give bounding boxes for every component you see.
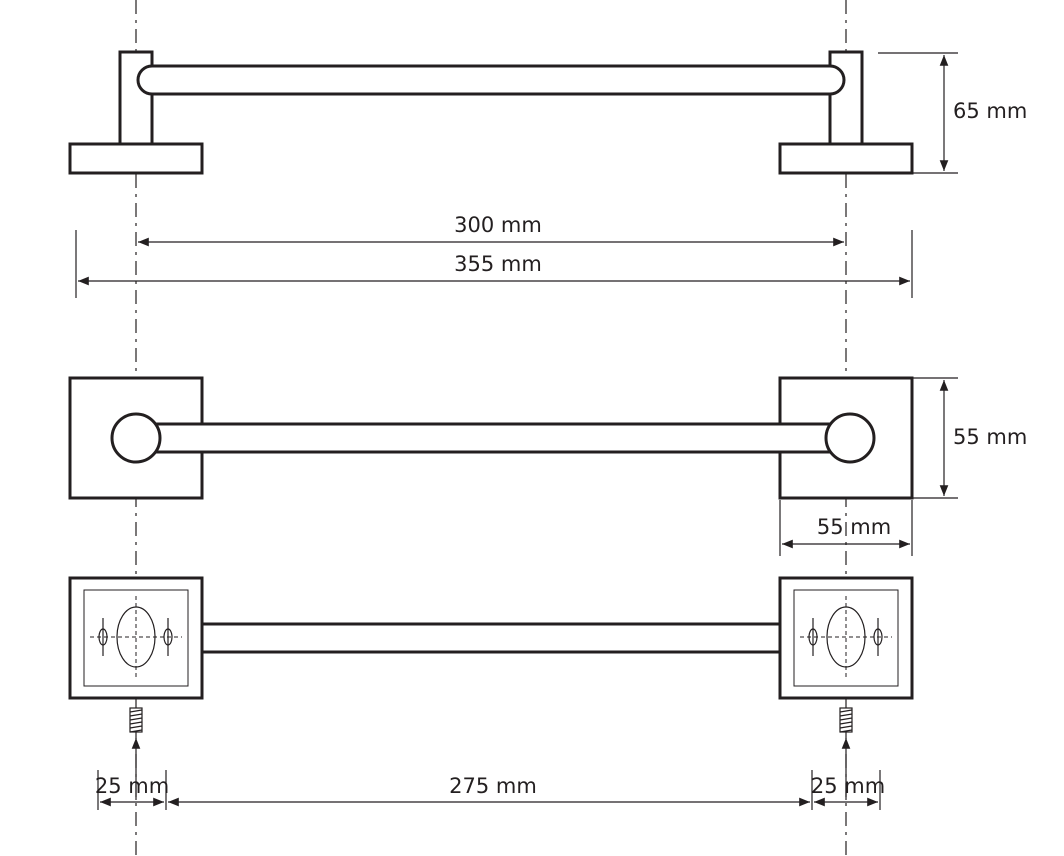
left-offset-label: 25 mm bbox=[95, 774, 169, 798]
side-view bbox=[68, 50, 914, 175]
left-post bbox=[118, 50, 154, 146]
length-dimensions: 300 mm 355 mm bbox=[75, 213, 913, 298]
plate-width-dimension: 55 mm bbox=[779, 500, 913, 556]
left-mounting-plate bbox=[68, 576, 204, 700]
height-dimension: 65 mm bbox=[878, 52, 1027, 174]
side-rod bbox=[136, 64, 846, 96]
top-view bbox=[68, 376, 914, 500]
right-center-hole bbox=[826, 606, 866, 668]
plate-height-label: 55 mm bbox=[953, 425, 1027, 449]
centers-dimension-label: 300 mm bbox=[454, 213, 542, 237]
top-rod bbox=[148, 422, 834, 454]
mount-rod bbox=[200, 622, 782, 654]
left-post-circle bbox=[110, 412, 162, 464]
plate-width-label: 55 mm bbox=[817, 515, 891, 539]
left-set-screw-icon bbox=[129, 707, 143, 733]
right-post-circle bbox=[824, 412, 876, 464]
right-mounting-plate bbox=[778, 576, 914, 700]
overall-dimension-label: 355 mm bbox=[454, 252, 542, 276]
right-offset-label: 25 mm bbox=[811, 774, 885, 798]
bottom-dimensions: 25 mm 275 mm 25 mm bbox=[95, 770, 885, 810]
left-base-plate bbox=[68, 142, 204, 175]
left-center-hole bbox=[116, 606, 156, 668]
inner-span-label: 275 mm bbox=[449, 774, 537, 798]
right-base-plate bbox=[778, 142, 914, 175]
plate-height-dimension: 55 mm bbox=[912, 377, 1027, 499]
height-dimension-label: 65 mm bbox=[953, 99, 1027, 123]
mounting-view bbox=[68, 576, 914, 800]
right-set-screw-icon bbox=[839, 707, 853, 733]
